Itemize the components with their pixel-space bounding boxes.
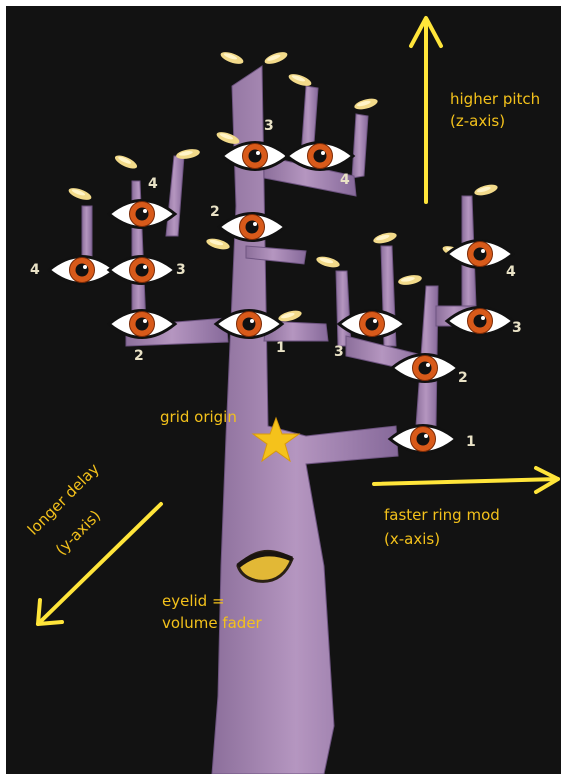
label-eyelid: eyelid = [162, 592, 225, 611]
branch-number: 4 [340, 172, 350, 188]
label-volume-fader: volume fader [162, 614, 262, 633]
branch-number: 4 [506, 264, 516, 280]
branch-number: 1 [276, 340, 286, 356]
branch-number: 2 [210, 204, 220, 220]
eye-icon [447, 241, 513, 268]
branch-number: 2 [134, 348, 144, 364]
arrow-z-up [411, 18, 441, 202]
label-grid-origin: grid origin [160, 408, 237, 427]
branch-number: 3 [176, 262, 186, 278]
label-x-axis: (x-axis) [384, 530, 440, 549]
eye-icon [109, 257, 175, 284]
label-higher-pitch: higher pitch [450, 90, 540, 109]
branch-number: 4 [30, 262, 40, 278]
label-z-axis: (z-axis) [450, 112, 505, 131]
branch-number: 3 [264, 118, 274, 134]
eye-icon [49, 257, 115, 284]
branch-number: 2 [458, 370, 468, 386]
eye-icon [390, 426, 456, 453]
eye-icon [219, 214, 285, 241]
eyes [49, 143, 513, 453]
illustration-panel: 4 4 3 2 3 4 2 1 3 4 3 2 1 higher pitch (… [6, 6, 561, 774]
label-faster-ring-mod: faster ring mod [384, 506, 500, 525]
branch-number: 1 [466, 434, 476, 450]
branch-number: 3 [334, 344, 344, 360]
branch-number: 3 [512, 320, 522, 336]
branch-number: 4 [148, 176, 158, 192]
tree-trunk [82, 66, 476, 774]
arrow-x-right [374, 468, 558, 492]
eye-icon [109, 201, 175, 228]
